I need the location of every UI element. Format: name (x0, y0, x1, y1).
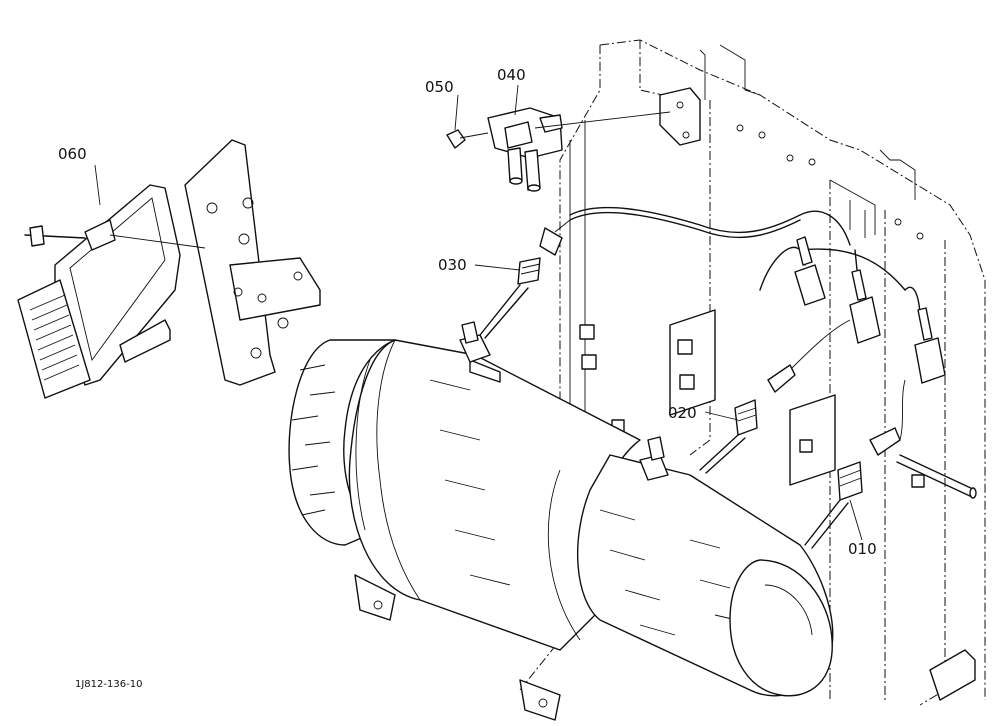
temp-sensor-030 (479, 219, 571, 339)
dpf-assembly (288, 321, 834, 721)
leader-lines (94, 84, 863, 541)
callout-020: 020 (668, 404, 697, 422)
pressure-sensor (487, 107, 671, 192)
rod (896, 454, 977, 499)
harness-connectors (794, 236, 946, 384)
callout-040: 040 (497, 66, 526, 84)
callout-010: 010 (848, 540, 877, 558)
frame-pads (579, 309, 976, 701)
frame-holes (736, 124, 924, 240)
temp-sensor-020 (699, 364, 796, 474)
ecu-bracket (184, 139, 321, 386)
frame-crossbar (659, 87, 876, 238)
temp-sensor-010 (804, 427, 901, 549)
callout-050: 050 (425, 78, 454, 96)
drawing-code: 1J812-136-10 (75, 679, 142, 690)
callout-030: 030 (438, 256, 467, 274)
ecu (17, 184, 206, 399)
bolt-050 (446, 129, 489, 149)
callout-060: 060 (58, 145, 87, 163)
